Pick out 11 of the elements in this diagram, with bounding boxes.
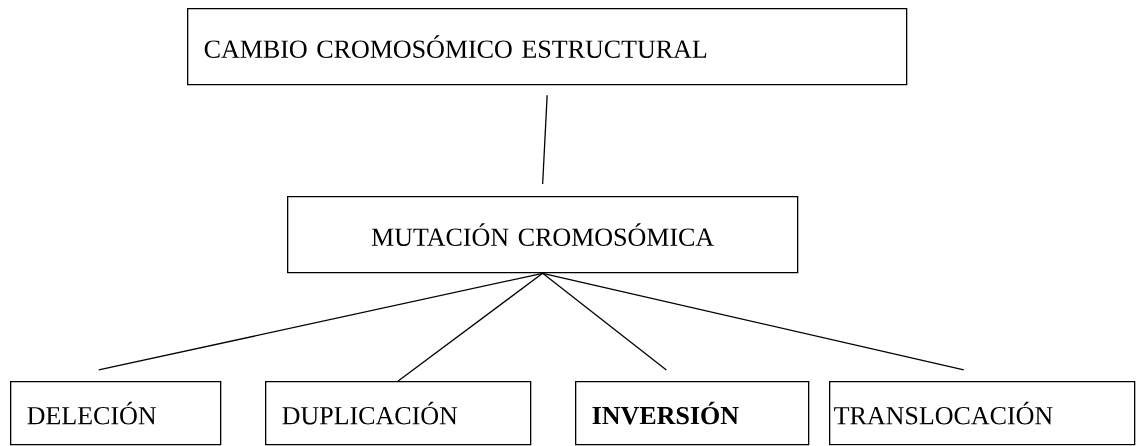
term-box: MUTACIÓN CROMOSÓMICA <box>287 196 799 274</box>
connector-line <box>397 272 544 382</box>
connector-line <box>542 272 668 371</box>
connector-line <box>542 272 965 371</box>
connector-line <box>542 94 548 185</box>
term-box: CAMBIO CROMOSÓMICO ESTRUCTURAL <box>187 8 908 86</box>
connector-line <box>98 272 544 371</box>
term-box: DUPLICACIÓN <box>265 381 532 446</box>
term-box: TRANSLOCACIÓN <box>829 381 1136 446</box>
term-box: INVERSIÓN <box>575 381 810 446</box>
term-box: DELECIÓN <box>10 381 222 446</box>
